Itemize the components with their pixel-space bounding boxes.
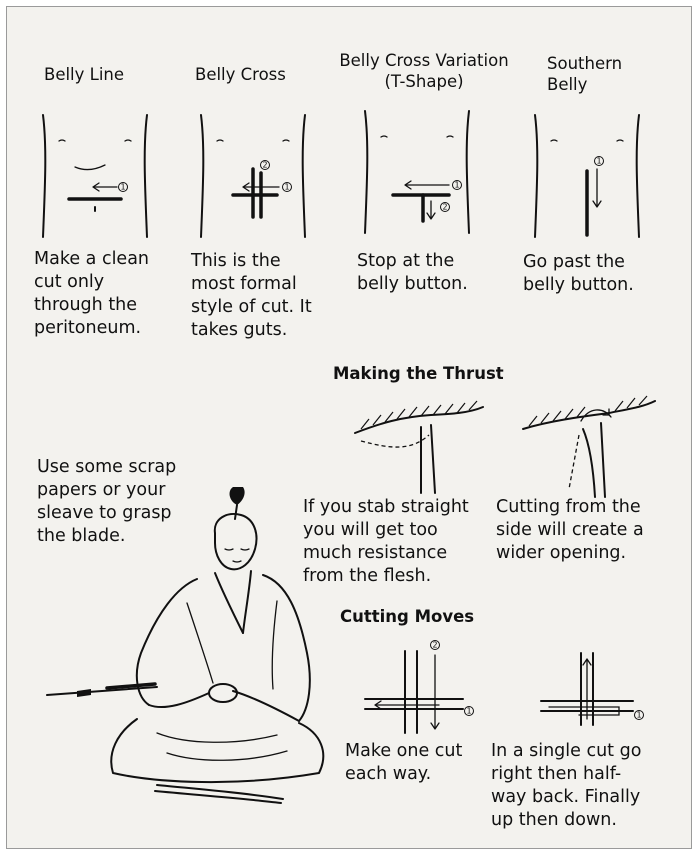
belly-cross-caption: This is the most formal style of cut. It… [191,251,312,340]
belly-line-caption: Make a clean cut only through the perito… [34,249,150,338]
belly-cross-variation-torso-drawing: 1 2 [364,110,470,234]
svg-text:1: 1 [120,183,125,192]
making-the-thrust-heading: Making the Thrust [333,364,504,383]
seppuku-guide-sheet: Belly Line Belly Cross Belly Cross Varia… [6,6,692,849]
svg-text:1: 1 [596,157,601,166]
svg-text:1: 1 [636,711,641,720]
southern-belly-torso-drawing: 1 [534,114,640,238]
belly-line-title: Belly Line [44,65,125,84]
svg-text:1: 1 [466,707,471,716]
belly-cross-torso-drawing: 2 1 [200,114,306,238]
belly-cross-title: Belly Cross [195,65,286,84]
belly-cross-variation-title: Belly Cross Variation (T-Shape) [339,51,509,91]
one-way-cut-diagram: 2 1 [364,640,474,734]
straight-stab-caption: If you stab straight you will get too mu… [303,497,469,586]
side-cut-drawing [522,395,656,498]
seated-samurai-illustration [46,487,325,804]
straight-stab-drawing [354,400,484,494]
one-way-cut-caption: Make one cut each way. [345,741,463,784]
cutting-moves-heading: Cutting Moves [340,607,475,626]
svg-text:1: 1 [454,181,459,190]
side-cut-caption: Cutting from the side will create a wide… [496,497,644,563]
svg-text:1: 1 [284,183,289,192]
belly-line-torso-drawing: 1 [42,114,148,238]
svg-text:2: 2 [432,641,437,650]
single-cut-diagram: 1 [540,652,644,726]
svg-text:2: 2 [262,161,267,170]
grasp-blade-note: Use some scrap papers or your sleave to … [37,457,177,546]
svg-text:2: 2 [442,203,447,212]
belly-cross-variation-caption: Stop at the belly button. [357,251,468,294]
single-cut-caption: In a single cut go right then half- way … [491,741,642,830]
southern-belly-caption: Go past the belly button. [523,252,634,295]
southern-belly-title: Southern Belly [547,54,623,94]
